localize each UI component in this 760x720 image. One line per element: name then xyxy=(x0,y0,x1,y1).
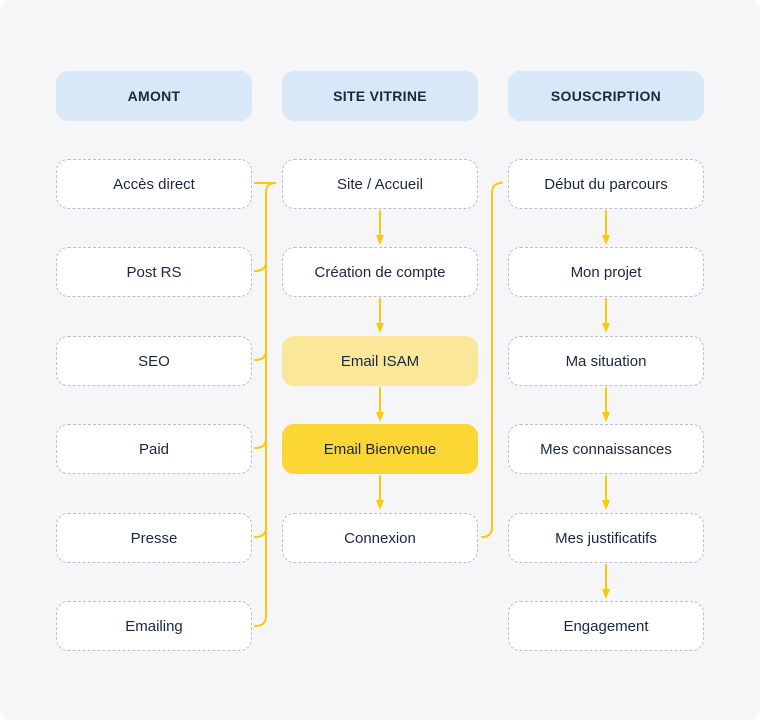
step-email-bienvenue: Email Bienvenue xyxy=(282,424,478,474)
step-connexion: Connexion xyxy=(282,513,478,563)
amont-bracket xyxy=(254,182,276,627)
step-post-rs: Post RS xyxy=(56,247,252,297)
amont-tick-presse xyxy=(254,527,267,538)
step-engagement: Engagement xyxy=(508,601,704,651)
header-amont: AMONT xyxy=(56,71,252,121)
step-creation-compte: Création de compte xyxy=(282,247,478,297)
amont-tick-post-rs xyxy=(254,261,267,272)
step-debut-parcours: Début du parcours xyxy=(508,159,704,209)
step-ma-situation: Ma situation xyxy=(508,336,704,386)
amont-tick-paid xyxy=(254,438,267,449)
step-presse: Presse xyxy=(56,513,252,563)
header-souscription: SOUSCRIPTION xyxy=(508,71,704,121)
step-emailing: Emailing xyxy=(56,601,252,651)
step-paid: Paid xyxy=(56,424,252,474)
step-mes-connaissances: Mes connaissances xyxy=(508,424,704,474)
step-mon-projet: Mon projet xyxy=(508,247,704,297)
step-site-accueil: Site / Accueil xyxy=(282,159,478,209)
header-site-vitrine: SITE VITRINE xyxy=(282,71,478,121)
step-email-isam: Email ISAM xyxy=(282,336,478,386)
step-seo: SEO xyxy=(56,336,252,386)
amont-tick-seo xyxy=(254,350,267,361)
step-mes-justificatifs: Mes justificatifs xyxy=(508,513,704,563)
step-acces-direct: Accès direct xyxy=(56,159,252,209)
connexion-to-souscription xyxy=(481,182,503,538)
